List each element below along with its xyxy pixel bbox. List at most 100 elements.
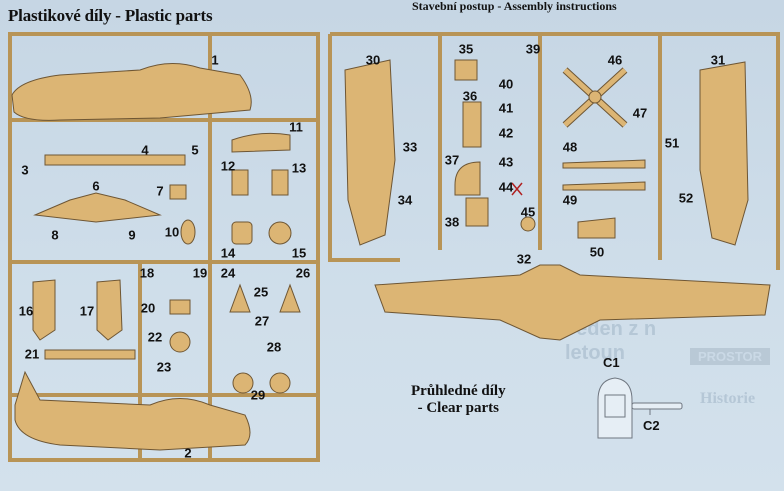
part-number-label: 41 <box>498 100 514 116</box>
part-49 <box>562 181 646 191</box>
part-2-fuselage <box>14 370 251 451</box>
part-number-label: 52 <box>678 190 694 206</box>
part-14 <box>231 221 253 245</box>
part-number-label: 35 <box>458 41 474 57</box>
part-number-label: 36 <box>462 88 478 104</box>
part-number-label: 18 <box>139 265 155 281</box>
part-number-label: 14 <box>220 245 236 261</box>
part-number-label: 3 <box>21 162 29 178</box>
sprue-runners <box>8 34 318 460</box>
part-number-label: 6 <box>92 178 100 194</box>
part-number-label: 32 <box>516 251 532 267</box>
part-48 <box>562 159 646 169</box>
part-number-label: 25 <box>253 284 269 300</box>
part-number-label: 23 <box>156 359 172 375</box>
sprue-frames <box>8 32 780 462</box>
part-label-c2: C2 <box>643 418 660 433</box>
part-number-label: 22 <box>147 329 163 345</box>
part-50 <box>577 217 616 239</box>
part-number-label: 12 <box>220 158 236 174</box>
part-number-label: 42 <box>498 125 514 141</box>
part-number-label: 20 <box>140 300 156 316</box>
clear-parts-title-cz: Průhledné díly <box>411 383 506 399</box>
part-number-label: 39 <box>525 41 541 57</box>
part-number-label: 21 <box>24 346 40 362</box>
part-number-label: 16 <box>18 303 34 319</box>
header-partial: Stavební postup - Assembly instructions <box>412 0 617 13</box>
part-number-label: 2 <box>184 445 192 461</box>
part-20 <box>169 299 191 315</box>
part-number-label: 13 <box>291 160 307 176</box>
part-10 <box>180 219 196 245</box>
part-number-label: 17 <box>79 303 95 319</box>
sprue-frame-right <box>328 32 780 270</box>
part-number-label: 1 <box>211 52 219 68</box>
part-number-label: 50 <box>589 244 605 260</box>
part-number-label: 34 <box>397 192 413 208</box>
part-number-label: 43 <box>498 154 514 170</box>
part-C2 <box>631 402 683 410</box>
part-number-label: 48 <box>562 139 578 155</box>
part-7 <box>169 184 187 200</box>
part-number-label: 31 <box>710 52 726 68</box>
part-number-label: 44 <box>498 179 514 195</box>
part-29-wheel-b <box>269 372 291 394</box>
background-text: PROSTOR <box>690 348 771 365</box>
part-number-label: 51 <box>664 135 680 151</box>
part-26 <box>279 283 301 313</box>
page-title: Plastikové díly - Plastic parts <box>8 6 213 25</box>
part-36 <box>462 101 482 148</box>
part-number-label: 10 <box>164 224 180 240</box>
part-number-label: 28 <box>266 339 282 355</box>
part-number-label: 29 <box>250 387 266 403</box>
part-number-label: 11 <box>289 119 303 135</box>
part-C1-frame <box>604 394 626 418</box>
part-30-wing <box>344 59 396 246</box>
part-number-label: 30 <box>365 52 381 68</box>
part-number-label: 38 <box>444 214 460 230</box>
part-number-label: 37 <box>444 152 460 168</box>
part-6 <box>33 192 162 223</box>
part-31-wing <box>699 61 749 246</box>
part-number-label: 4 <box>141 142 149 158</box>
part-number-label: 40 <box>498 76 514 92</box>
part-number-label: 7 <box>156 183 164 199</box>
background-text: letoun <box>565 342 625 364</box>
part-12 <box>231 169 249 196</box>
part-22 <box>169 331 191 353</box>
part-32-wing <box>374 264 771 341</box>
part-38 <box>465 197 489 227</box>
part-44-cross <box>511 182 523 196</box>
part-4 <box>44 154 186 166</box>
part-number-label: 26 <box>295 265 311 281</box>
part-number-label: 45 <box>520 204 536 220</box>
part-label-c1: C1 <box>603 355 620 370</box>
part-number-label: 19 <box>192 265 208 281</box>
part-1-fuselage <box>11 63 252 121</box>
clear-parts-title: Průhledné díly - Clear parts <box>411 383 506 417</box>
part-35 <box>454 59 478 81</box>
part-number-label: 5 <box>191 142 199 158</box>
part-45 <box>520 216 536 232</box>
part-13 <box>271 169 289 196</box>
part-number-label: 27 <box>254 313 270 329</box>
part-number-label: 8 <box>51 227 59 243</box>
part-number-label: 15 <box>291 245 307 261</box>
part-11 <box>231 132 291 153</box>
part-number-label: 24 <box>220 265 236 281</box>
part-number-label: 47 <box>632 105 648 121</box>
part-number-label: 9 <box>128 227 136 243</box>
part-21 <box>44 349 136 360</box>
part-46-hub <box>588 90 602 104</box>
part-15 <box>268 221 292 245</box>
part-29-wheel-a <box>232 372 254 394</box>
part-17 <box>96 279 123 341</box>
part-37 <box>454 161 481 196</box>
part-24 <box>229 283 251 313</box>
clear-parts-title-en: - Clear parts <box>417 400 499 416</box>
part-number-label: 46 <box>607 52 623 68</box>
background-text: Historie <box>700 390 756 407</box>
part-16 <box>32 279 56 341</box>
part-number-label: 49 <box>562 192 578 208</box>
